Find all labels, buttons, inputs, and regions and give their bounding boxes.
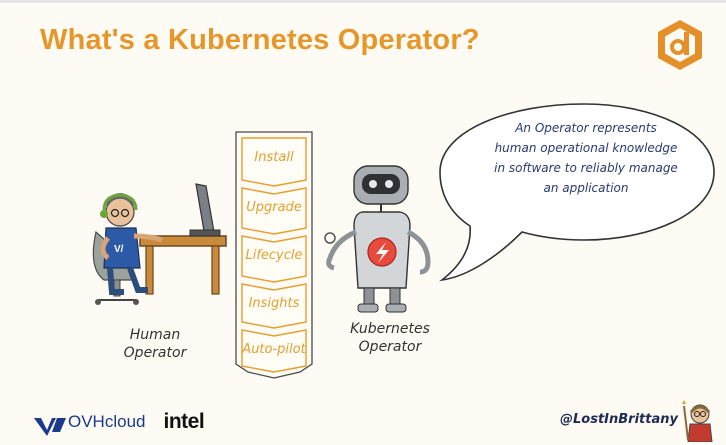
capability-stack [235, 131, 313, 379]
human-operator-caption: Human Operator [110, 326, 200, 362]
slide-title: What's a Kubernetes Operator? [40, 24, 480, 56]
bubble-line-4: an application [543, 181, 629, 195]
svg-text:V/: V/ [114, 244, 124, 255]
robot-caption-line2: Operator [358, 339, 422, 355]
ovhcloud-logo-icon [34, 418, 66, 436]
kubernetes-operator-robot [324, 165, 431, 313]
author-avatar [682, 400, 713, 442]
bubble-line-3: in software to reliably manage [494, 161, 678, 175]
human-caption-line1: Human [129, 327, 181, 343]
speech-bubble [439, 103, 715, 282]
human-operator-illustration: V/ [92, 183, 227, 305]
speech-bubble-text: An Operator represents human operational… [466, 118, 706, 198]
bubble-line-1: An Operator represents [515, 121, 657, 135]
kubernetes-operator-caption: Kubernetes Operator [340, 320, 440, 356]
brand-logo-icon [658, 20, 702, 70]
top-divider [0, 0, 726, 3]
stack-item-insights: Insights [248, 296, 300, 311]
stack-item-lifecycle: Lifecycle [245, 248, 303, 263]
twitter-handle: @LostInBrittany [560, 412, 678, 427]
stack-item-upgrade: Upgrade [246, 200, 302, 215]
intel-label: intel [163, 410, 205, 433]
footer-brands: OVHcloud intel [32, 410, 205, 434]
human-caption-line2: Operator [123, 345, 187, 361]
bubble-line-2: human operational knowledge [494, 141, 678, 155]
ovhcloud-label: OVHcloud [68, 412, 146, 431]
stack-item-install: Install [254, 150, 294, 165]
stack-item-autopilot: Auto-pilot [242, 342, 306, 357]
robot-caption-line1: Kubernetes [350, 321, 430, 337]
